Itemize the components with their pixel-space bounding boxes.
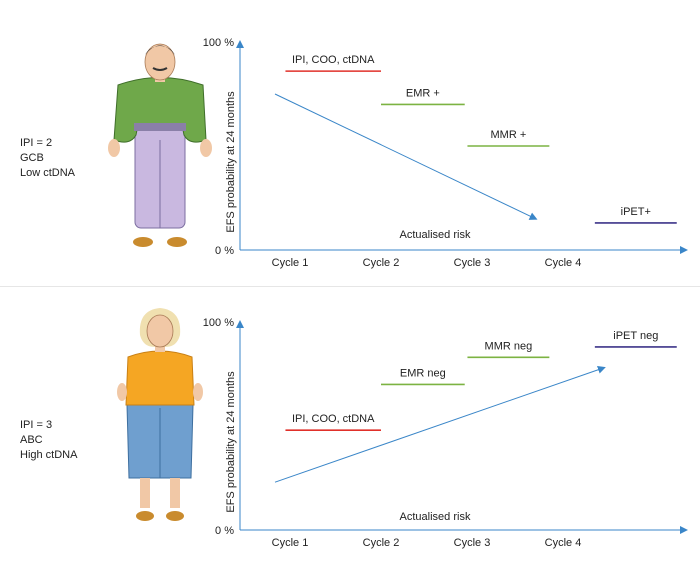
x-tick-label: Cycle 4 bbox=[545, 537, 582, 549]
marker-label: MMR + bbox=[491, 129, 527, 141]
risk-panel: 100 % 0 % EFS probability at 24 monthsActu… bbox=[203, 37, 688, 269]
y-tick-100: 100 % bbox=[203, 317, 234, 329]
panel-divider bbox=[0, 286, 700, 287]
woman-figure bbox=[117, 308, 203, 521]
ipi-score: IPI = 2 bbox=[20, 137, 53, 149]
risk-trend-arrow bbox=[274, 365, 606, 483]
patient-profile-top: IPI = 2 GCB Low ctDNA bbox=[20, 136, 75, 181]
man-figure bbox=[108, 43, 212, 247]
x-tick-label: Cycle 3 bbox=[454, 537, 491, 549]
x-tick-label: Cycle 2 bbox=[363, 257, 400, 269]
y-axis-label: EFS probability at 24 months bbox=[225, 371, 237, 513]
marker-label: MMR neg bbox=[485, 340, 533, 352]
x-tick-label: Cycle 1 bbox=[272, 537, 309, 549]
marker-label: IPI, COO, ctDNA bbox=[292, 413, 375, 425]
coo-subtype: ABC bbox=[20, 434, 43, 446]
x-tick-label: Cycle 1 bbox=[272, 257, 309, 269]
y-tick-0: 0 % bbox=[215, 525, 234, 537]
x-axis-label: Actualised risk bbox=[400, 511, 471, 523]
x-tick-label: Cycle 4 bbox=[545, 257, 582, 269]
risk-panel: 100 % 0 % EFS probability at 24 monthsActu… bbox=[203, 317, 688, 549]
x-tick-label: Cycle 2 bbox=[363, 537, 400, 549]
ctdna-level: High ctDNA bbox=[20, 449, 78, 461]
patient-profile-bottom: IPI = 3 ABC High ctDNA bbox=[20, 418, 77, 463]
marker-label: EMR + bbox=[406, 87, 440, 99]
x-tick-label: Cycle 3 bbox=[454, 257, 491, 269]
marker-label: IPI, COO, ctDNA bbox=[292, 54, 375, 66]
y-tick-100: 100 % bbox=[203, 37, 234, 49]
marker-label: iPET neg bbox=[613, 330, 658, 342]
x-axis-label: Actualised risk bbox=[400, 229, 471, 241]
marker-label: iPET+ bbox=[621, 206, 651, 218]
y-tick-0: 0 % bbox=[215, 245, 234, 257]
coo-subtype: GCB bbox=[20, 152, 44, 164]
ctdna-level: Low ctDNA bbox=[20, 167, 76, 179]
risk-trend-arrow bbox=[274, 93, 538, 220]
y-axis-label: EFS probability at 24 months bbox=[225, 91, 237, 233]
marker-label: EMR neg bbox=[400, 367, 446, 379]
ipi-score: IPI = 3 bbox=[20, 419, 53, 431]
